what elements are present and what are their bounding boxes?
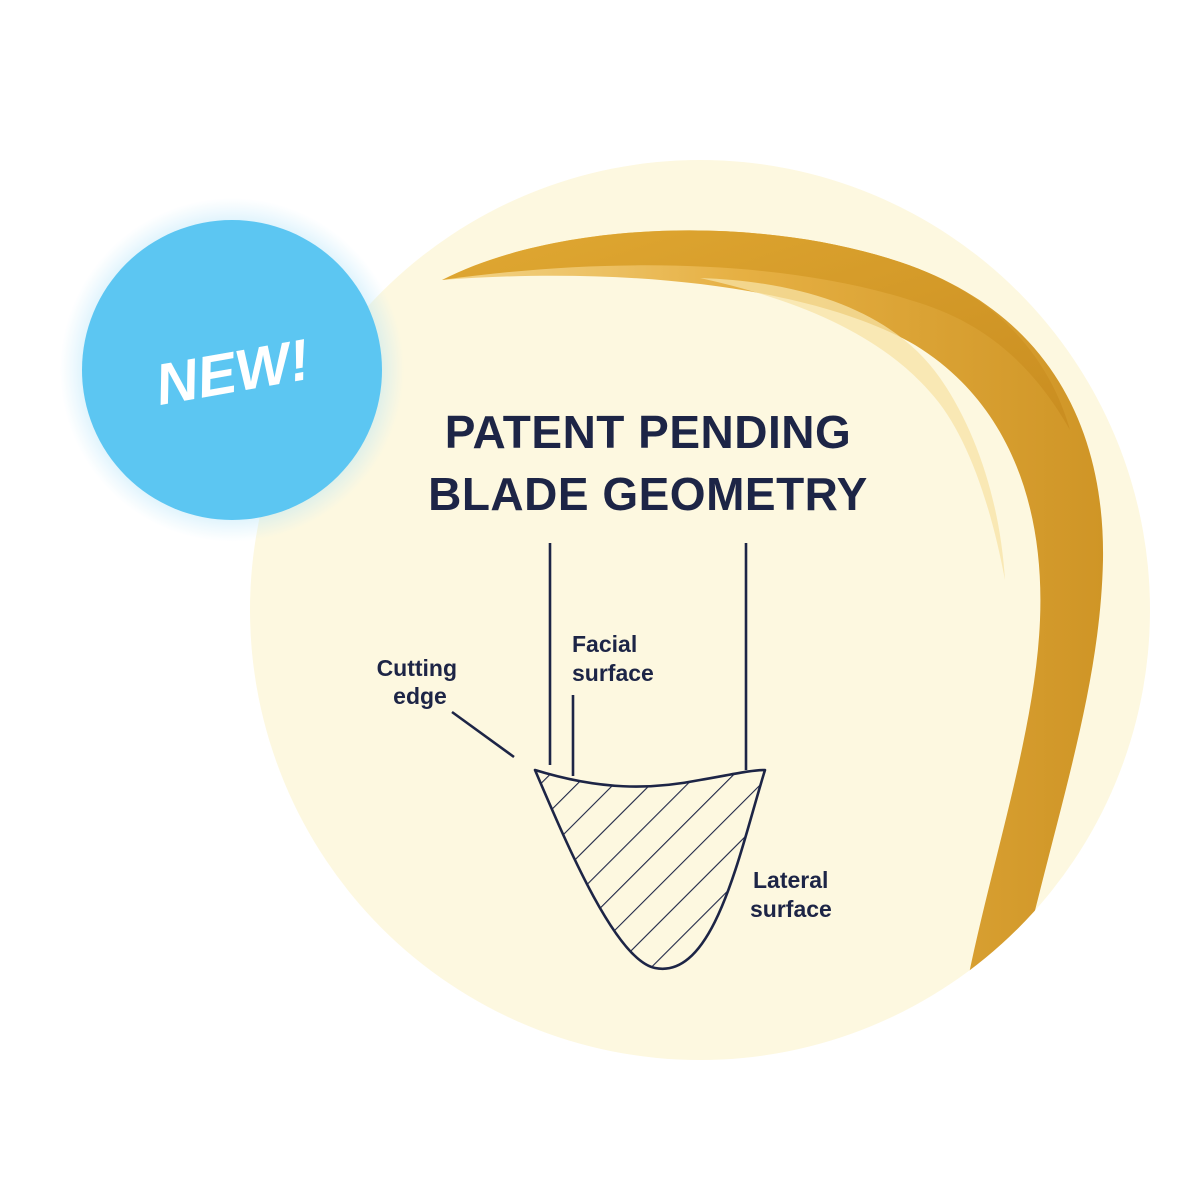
label-cutting-edge-line1: Cutting: [377, 655, 457, 681]
leader-cutting-edge: [451, 710, 515, 759]
label-lateral-surface-line2: surface: [750, 896, 832, 922]
label-lateral-surface: Lateral surface: [750, 867, 835, 922]
blade-top-edge: [442, 230, 1070, 430]
label-facial-surface-line1: Facial: [572, 631, 637, 657]
blade-cross-section: [533, 768, 767, 970]
label-cutting-edge-line2: edge: [393, 683, 447, 709]
label-lateral-surface-line1: Lateral: [753, 867, 828, 893]
leader-lines: [451, 543, 748, 776]
label-facial-surface: Facial surface: [572, 631, 654, 686]
new-badge: [82, 220, 382, 520]
blade-illustration: [442, 230, 1104, 1011]
label-facial-surface-line2: surface: [572, 660, 654, 686]
title-line-1: PATENT PENDING: [445, 406, 852, 458]
title-line-2: BLADE GEOMETRY: [428, 468, 868, 520]
label-cutting-edge: Cutting edge: [377, 655, 464, 709]
